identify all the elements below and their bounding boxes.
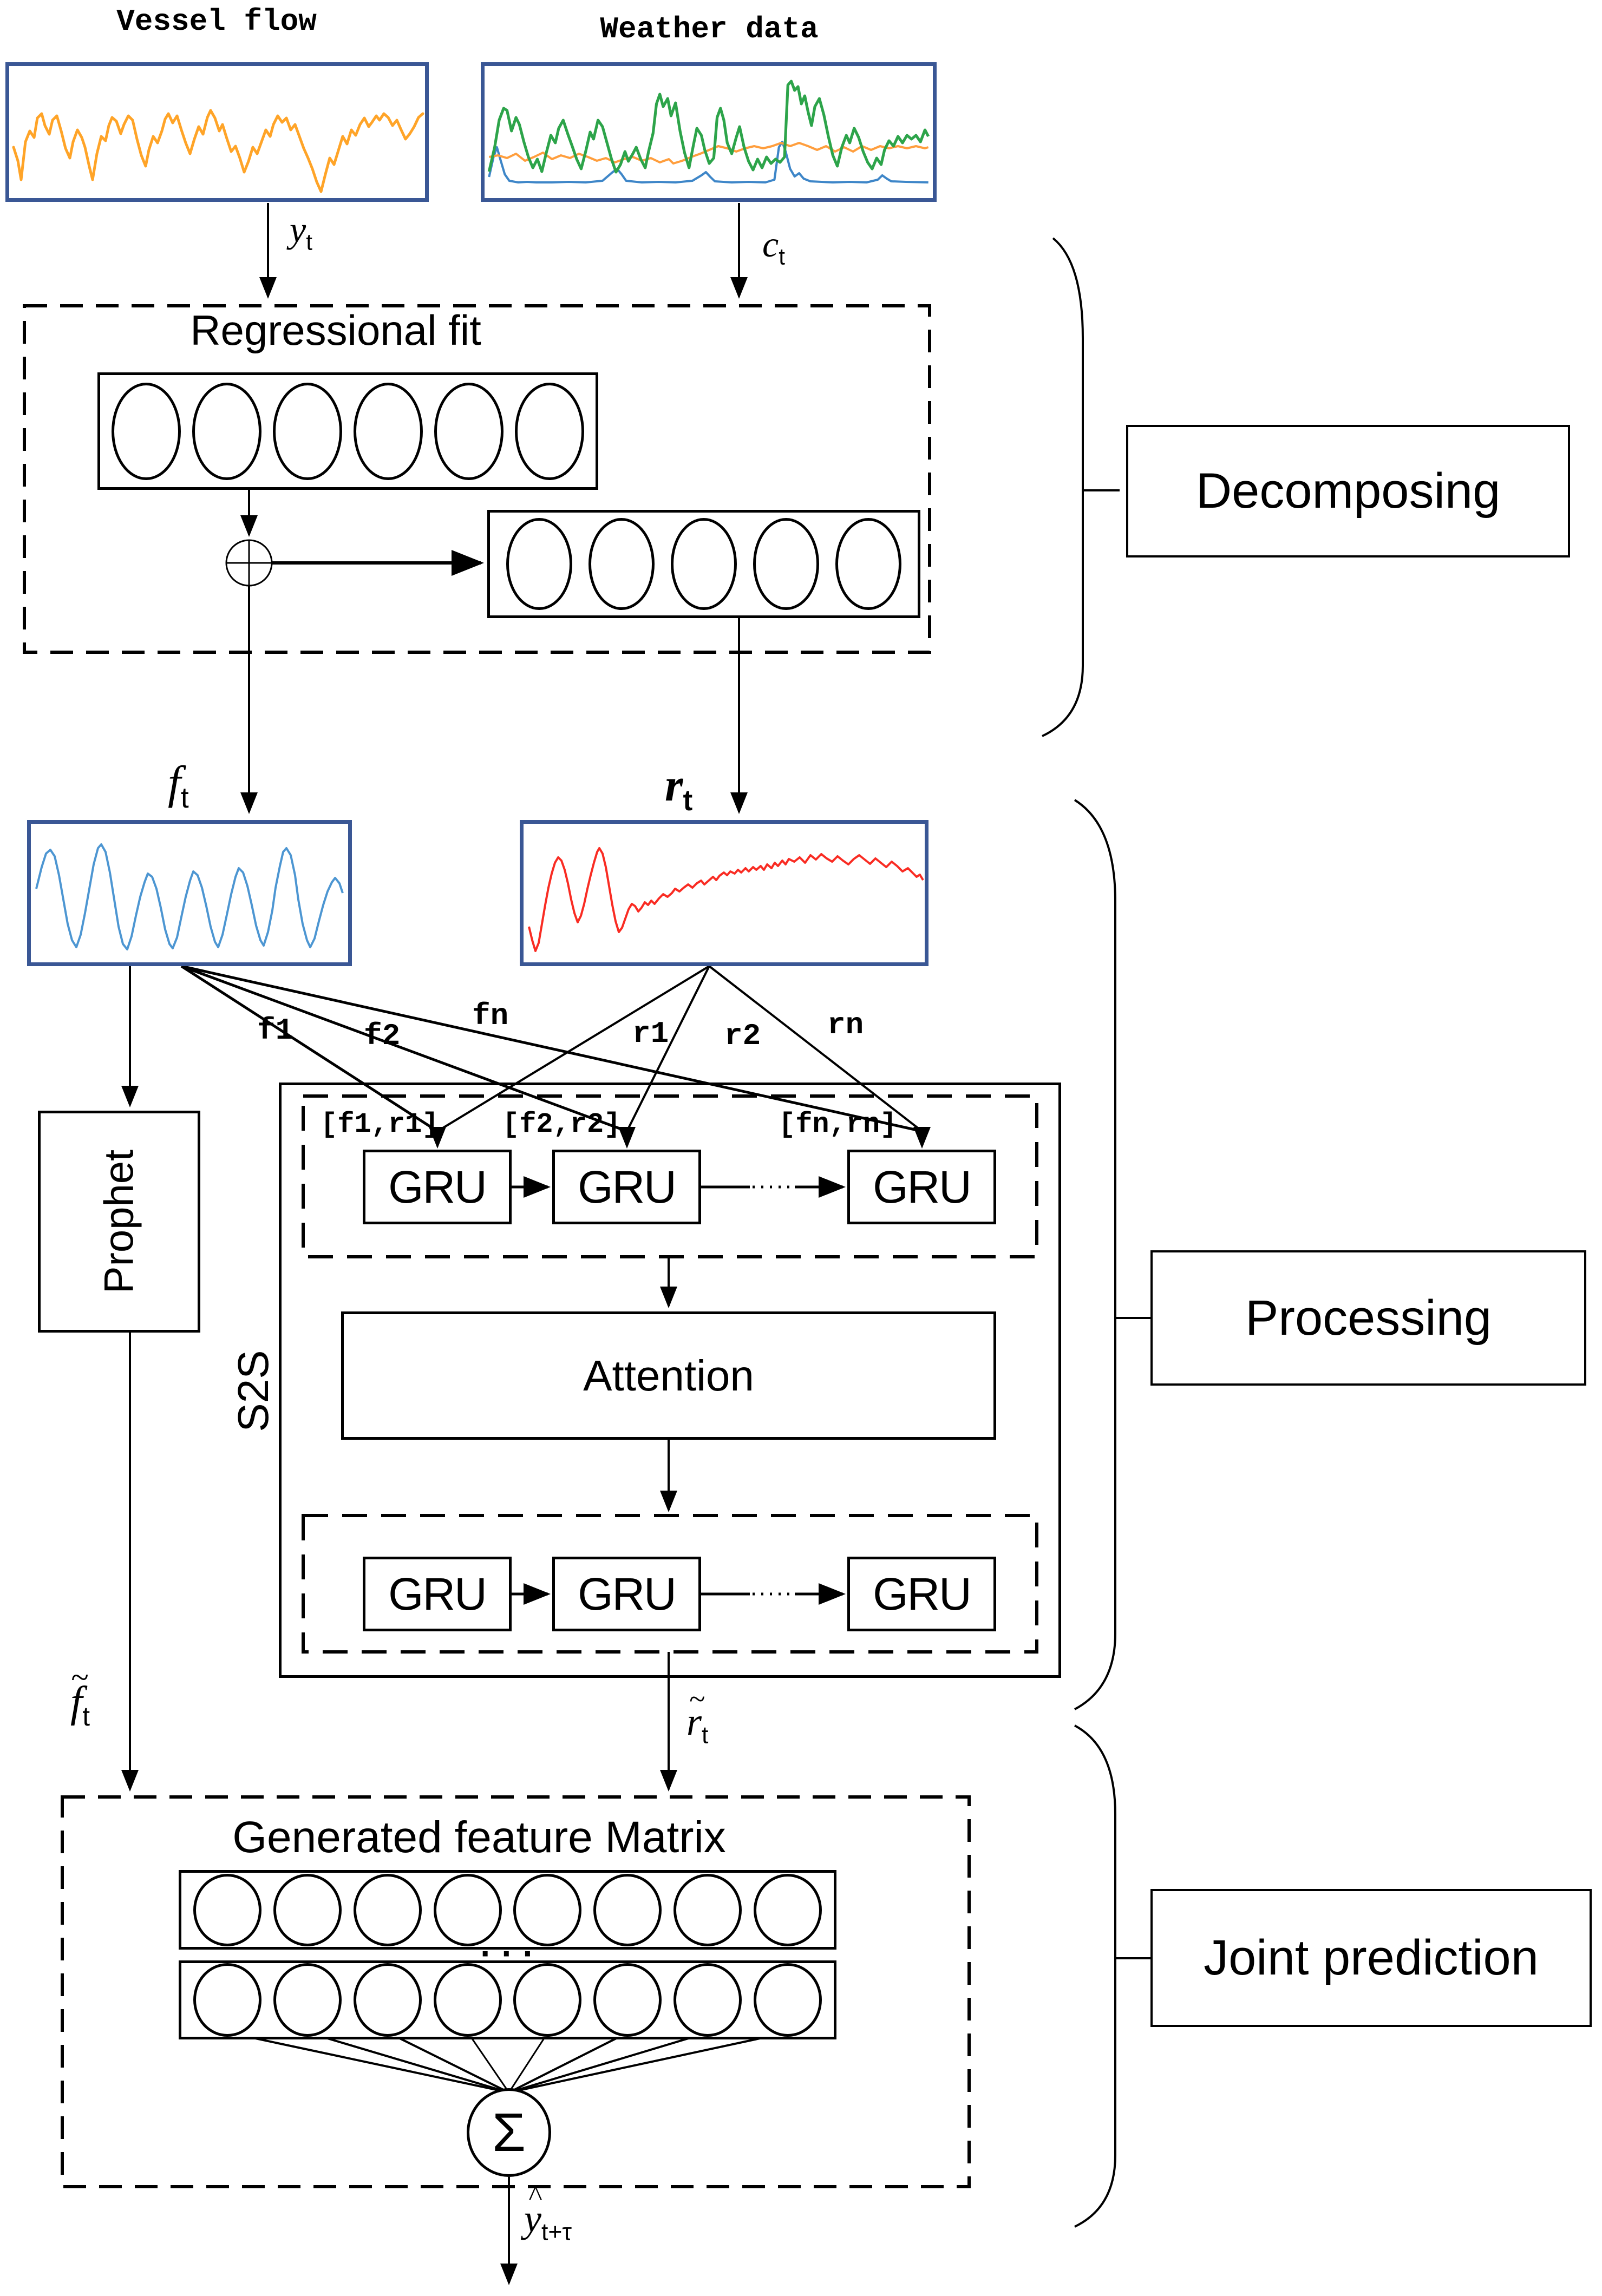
unit-circle <box>273 382 342 480</box>
encoder-gru-1: GRU <box>363 1150 512 1224</box>
vessel-flow-waveform <box>12 109 424 193</box>
encoder-dashed-box <box>302 1094 1038 1258</box>
ft-waveform <box>35 843 344 950</box>
unit-circle <box>513 1963 582 2037</box>
rt-residual-plot <box>520 820 928 966</box>
unit-circle <box>674 1963 742 2037</box>
residual-units-row <box>487 510 920 618</box>
decoder-gru-2: GRU <box>552 1557 701 1631</box>
encoder-gru-2: GRU <box>552 1150 701 1224</box>
f2-line <box>181 965 627 1133</box>
unit-circle <box>192 382 261 480</box>
unit-circle <box>273 1963 342 2037</box>
fn-label: fn <box>472 999 509 1033</box>
rt-label: rt <box>665 759 693 817</box>
enc-input1-label: [f1,r1] <box>321 1108 439 1140</box>
prophet-label: Prophet <box>96 1149 142 1294</box>
seasonal-units-row <box>97 372 598 490</box>
unit-circle <box>515 382 584 480</box>
attention-box: Attention <box>341 1311 996 1440</box>
r1-label: r1 <box>632 1016 669 1051</box>
weather-data-title: Weather data <box>600 12 819 47</box>
weather-data-waveform <box>487 80 930 183</box>
r1-line <box>436 965 710 1132</box>
vessel-flow-plot <box>5 62 429 202</box>
unit-circle <box>433 1873 502 1946</box>
unit-circle <box>112 382 181 480</box>
ft-seasonal-plot <box>27 820 352 966</box>
unit-circle <box>353 1963 422 2037</box>
joint-prediction-brace <box>1074 1724 1152 2228</box>
regressional-fit-title: Regressional fit <box>190 306 481 354</box>
f2-label: f2 <box>364 1019 401 1053</box>
decomposing-dashed-box <box>23 304 931 654</box>
unit-circle <box>506 518 572 610</box>
unit-circle <box>754 1873 822 1946</box>
unit-circle <box>193 1963 261 2037</box>
processing-section-label: Processing <box>1150 1250 1586 1386</box>
matrix-row-b <box>179 1960 836 2039</box>
feature-matrix-dashed-box <box>61 1795 971 2188</box>
processing-brace <box>1074 799 1152 1710</box>
rn-line <box>708 965 923 1132</box>
vessel-flow-title: Vessel flow <box>116 4 317 39</box>
enc-input2-label: [f2,r2] <box>502 1108 621 1140</box>
decoder-dashed-box <box>302 1514 1038 1654</box>
fn-line <box>181 965 923 1133</box>
prophet-box: Prophet <box>38 1111 200 1333</box>
unit-circle <box>433 1963 502 2037</box>
unit-circle <box>353 1873 422 1946</box>
unit-circle <box>593 1963 662 2037</box>
decomposing-section-label: Decomposing <box>1126 425 1570 557</box>
unit-circle <box>754 1963 822 2037</box>
unit-circle <box>513 1873 582 1946</box>
ct-label: ct <box>762 224 785 270</box>
encoder-gru-3: GRU <box>847 1150 996 1224</box>
unit-circle <box>434 382 504 480</box>
decomposing-brace <box>1042 237 1120 737</box>
joint-prediction-section-label: Joint prediction <box>1150 1889 1592 2027</box>
rn-label: rn <box>827 1008 864 1042</box>
f1-line <box>180 965 439 1133</box>
ft-label: ft <box>168 756 189 815</box>
enc-input3-label: [fn,rn] <box>779 1108 897 1140</box>
ft-pred-label: ~ft <box>70 1659 90 1731</box>
rt-pred-label: ~rt <box>686 1682 709 1749</box>
unit-circle <box>835 518 901 610</box>
unit-circle <box>671 518 737 610</box>
weather-data-plot <box>481 62 937 202</box>
unit-circle <box>674 1873 742 1946</box>
sum-fan-lines <box>219 2030 796 2094</box>
sigma-symbol: Σ <box>492 2102 526 2163</box>
unit-circle <box>354 382 423 480</box>
r2-line <box>626 966 710 1132</box>
r2-label: r2 <box>724 1019 761 1053</box>
decoder-gru-3: GRU <box>847 1557 996 1631</box>
decoder-gru-1: GRU <box>363 1557 512 1631</box>
yt-label: yt <box>290 209 312 255</box>
unit-circle <box>273 1873 342 1946</box>
s2s-box <box>279 1083 1061 1678</box>
feature-matrix-title: Generated feature Matrix <box>232 1813 726 1862</box>
unit-circle <box>753 518 819 610</box>
unit-circle <box>593 1873 662 1946</box>
matrix-row-a <box>179 1870 836 1950</box>
sum-node: Σ <box>467 2088 551 2177</box>
unit-circle <box>193 1873 261 1946</box>
unit-circle <box>589 518 655 610</box>
f1-label: f1 <box>257 1013 294 1048</box>
rt-waveform <box>528 847 924 952</box>
yt-pred-label: ^yt+τ <box>524 2179 572 2246</box>
